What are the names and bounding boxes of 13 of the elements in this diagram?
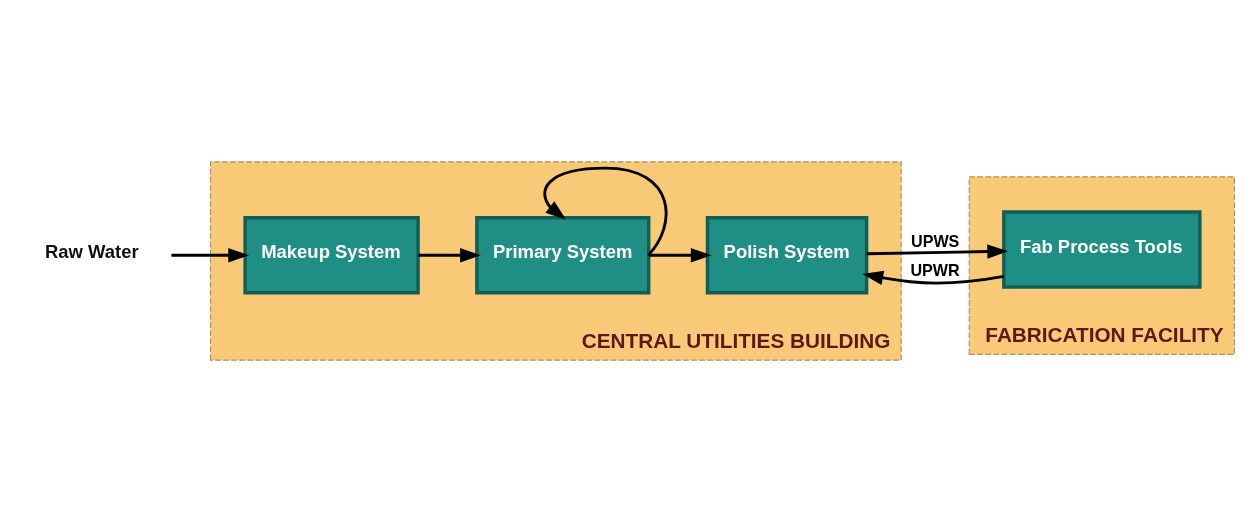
arrow [171,247,250,263]
node-text: Raw Water [45,241,139,263]
edge-label: UPWS [911,232,960,251]
node-box: Polish System [705,216,869,295]
edge-label: UPWR [910,261,960,280]
node-box: Primary System [475,216,651,295]
arrow [862,270,1004,285]
arrow [648,247,712,263]
arrow [866,244,1009,259]
arrow [418,247,481,263]
node-box: Fab Process Tools [1002,210,1202,289]
node-box: Makeup System [243,216,420,295]
arrow [543,166,668,257]
